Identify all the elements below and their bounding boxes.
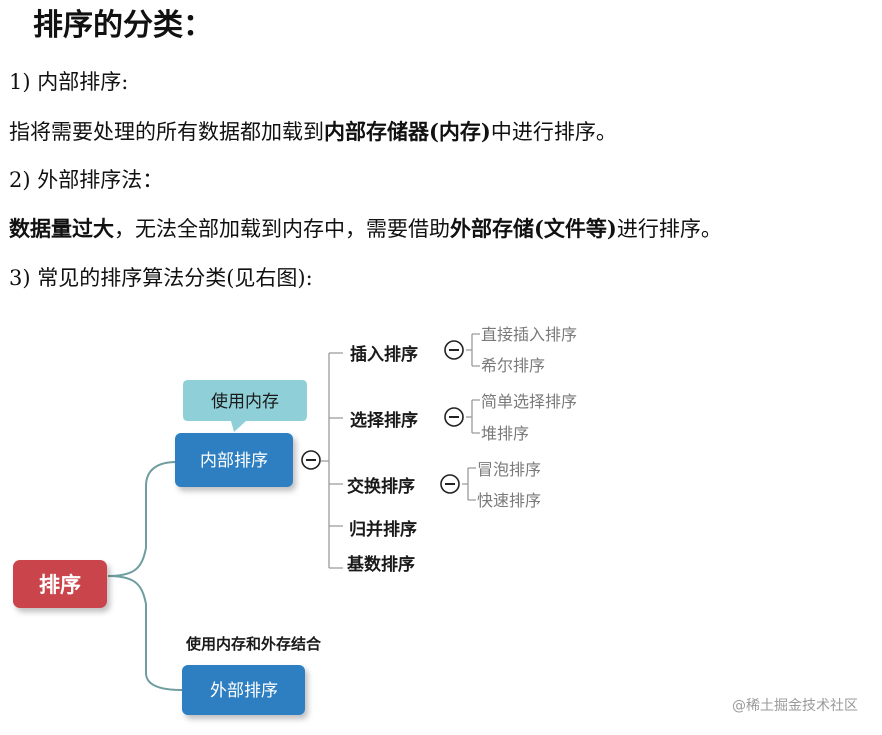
external-sort-note: 使用内存和外存结合 bbox=[185, 635, 322, 653]
section-heading: 排序的分类： bbox=[33, 8, 213, 43]
body-text: ，无法全部加载到内存中，需要借助 bbox=[114, 217, 450, 241]
emphasis-text: 外部存储(文件等) bbox=[450, 216, 617, 241]
body-text: 中进行排序。 bbox=[490, 120, 617, 144]
connector-select-leaves bbox=[466, 399, 480, 434]
item-external-sort: 2) 外部排序法： bbox=[9, 168, 164, 192]
item-internal-sort-desc: 指将需要处理的所有数据都加载到内部存储器(内存)中进行排序。 bbox=[9, 117, 617, 147]
leaf-straight-insertion-sort: 直接插入排序 bbox=[481, 325, 577, 344]
collapse-minus-icon[interactable] bbox=[440, 474, 460, 494]
category-insertion-sort: 插入排序 bbox=[350, 344, 418, 365]
collapse-minus-icon[interactable] bbox=[444, 407, 464, 427]
root-node-label: 排序 bbox=[39, 573, 81, 597]
collapse-minus-icon[interactable] bbox=[301, 450, 321, 470]
item-algorithm-categories: 3) 常见的排序算法分类(见右图): bbox=[9, 266, 313, 290]
connector-exchange-leaves bbox=[462, 467, 476, 501]
category-exchange-sort: 交换排序 bbox=[347, 476, 415, 497]
connector-insert-leaves bbox=[466, 333, 480, 367]
category-radix-sort: 基数排序 bbox=[346, 554, 415, 575]
connector-root-external bbox=[107, 575, 183, 691]
emphasis-text: 数据量过大 bbox=[9, 216, 114, 241]
callout-uses-memory bbox=[183, 380, 307, 432]
external-sort-node-label: 外部排序 bbox=[210, 681, 278, 701]
leaf-simple-selection-sort: 简单选择排序 bbox=[481, 392, 577, 411]
body-text: 进行排序。 bbox=[616, 217, 722, 241]
category-merge-sort: 归并排序 bbox=[349, 519, 417, 540]
leaf-bubble-sort: 冒泡排序 bbox=[477, 460, 541, 479]
leaf-shell-sort: 希尔排序 bbox=[481, 356, 545, 375]
collapse-minus-icon[interactable] bbox=[444, 340, 464, 360]
connector-root-internal bbox=[107, 461, 177, 577]
body-text: 指将需要处理的所有数据都加载到 bbox=[9, 120, 324, 144]
category-selection-sort: 选择排序 bbox=[350, 410, 418, 431]
item-internal-sort: 1) 内部排序: bbox=[9, 70, 129, 94]
internal-sort-node-label: 内部排序 bbox=[200, 451, 268, 471]
leaf-quick-sort: 快速排序 bbox=[477, 491, 541, 510]
item-external-sort-desc: 数据量过大，无法全部加载到内存中，需要借助外部存储(文件等)进行排序。 bbox=[9, 214, 722, 244]
emphasis-text: 内部存储器(内存) bbox=[324, 119, 491, 144]
internal-sort-node bbox=[175, 433, 293, 487]
external-sort-node bbox=[182, 665, 305, 715]
sort-mindmap-diagram: 排序 使用内存 内部排序 插入排序 选择排序 交换排序 归并排序 基数排序 直接… bbox=[13, 325, 858, 715]
root-node bbox=[13, 560, 107, 608]
connector-categories-bracket bbox=[321, 352, 343, 569]
leaf-heap-sort: 堆排序 bbox=[481, 424, 529, 443]
callout-uses-memory-label: 使用内存 bbox=[211, 391, 279, 412]
watermark: @稀土掘金技术社区 bbox=[732, 698, 858, 714]
